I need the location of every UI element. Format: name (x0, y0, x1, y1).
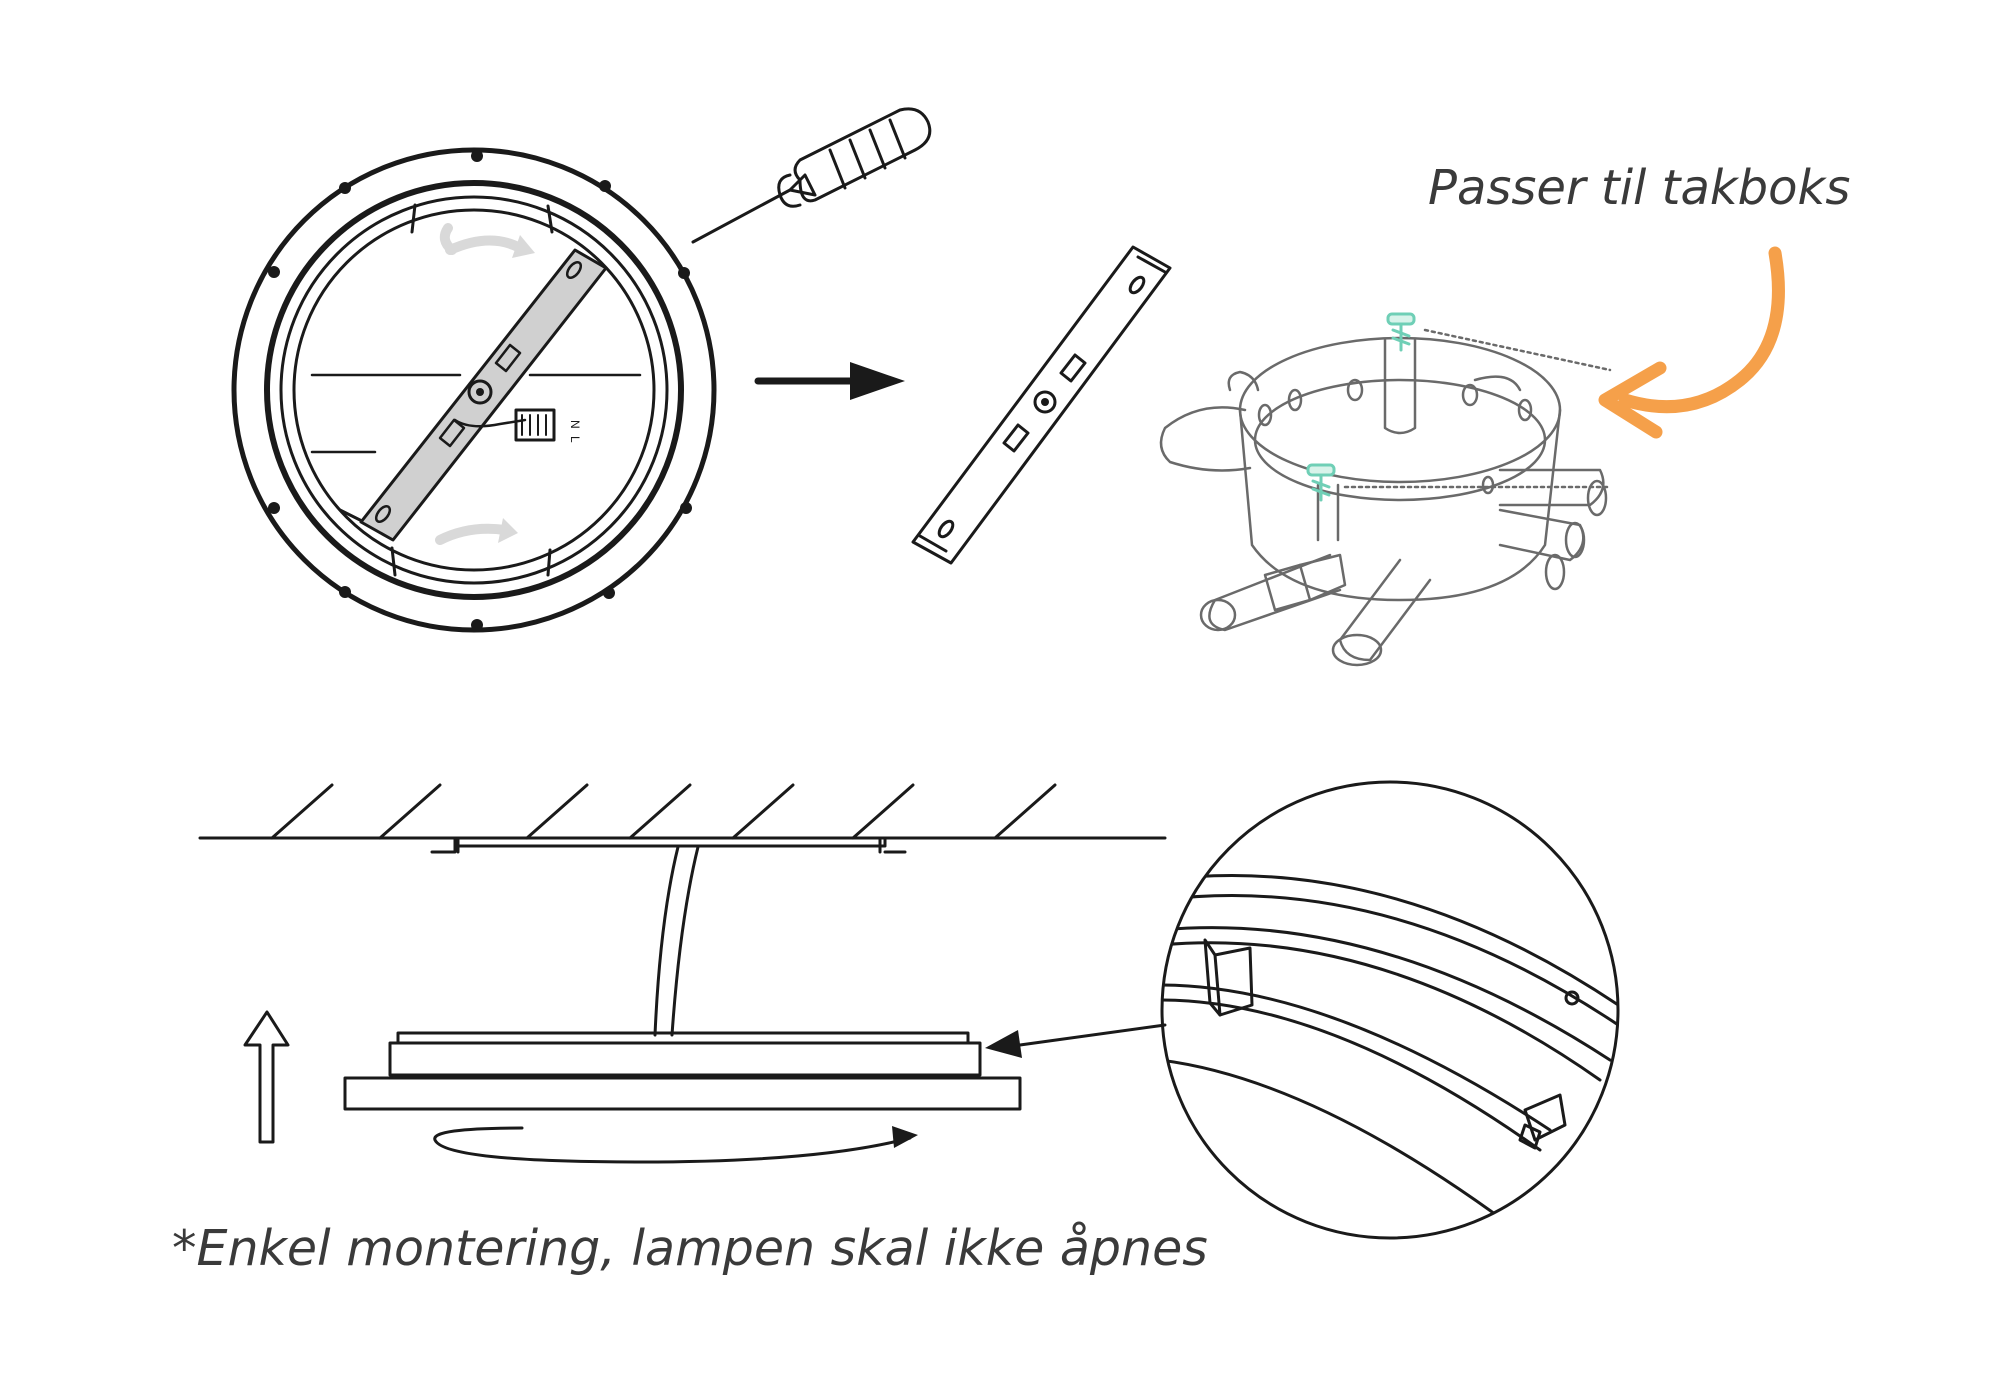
mounting-bracket-detached (911, 245, 1172, 565)
rotate-arrow-icon (435, 223, 535, 545)
mounting-note-caption: *Enkel montering, lampen skal ikke åpnes (172, 1220, 1208, 1277)
terminal-label-n: N (568, 420, 582, 429)
detail-magnifier (1160, 780, 1620, 1240)
ceiling-box-caption: Passer til takboks (1428, 160, 1851, 216)
lamp-top-view: N L (231, 147, 717, 633)
terminal-label-l: L (568, 436, 582, 443)
mounting-bracket-installed (359, 248, 608, 542)
ceiling-side-view (198, 783, 1167, 1164)
right-arrow-icon (754, 362, 905, 400)
fixing-screws (1306, 312, 1416, 502)
up-arrow-icon (243, 1010, 290, 1144)
rim-screw-dots (268, 150, 692, 631)
detail-pointer-arrow (985, 1023, 1167, 1058)
screwdriver-icon (691, 107, 932, 244)
curved-arrow-icon (1598, 246, 1785, 439)
ceiling-junction-box (1159, 328, 1612, 667)
